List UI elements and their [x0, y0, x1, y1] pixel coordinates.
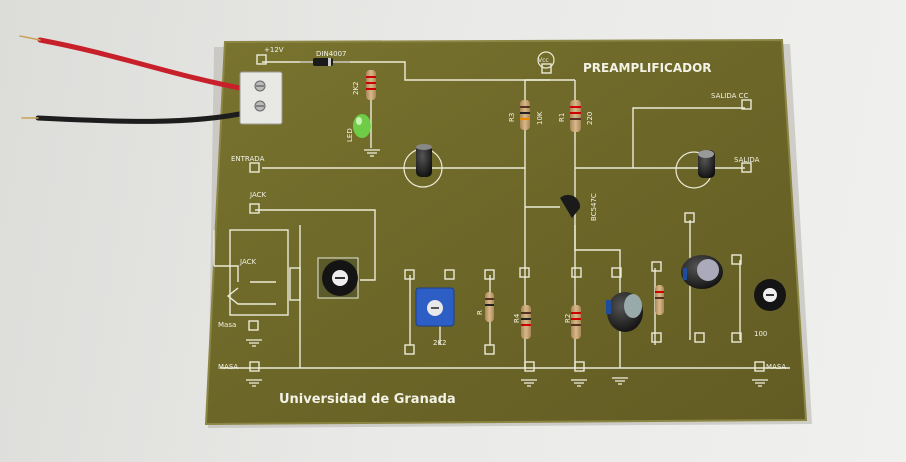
resistor-r3 — [520, 100, 530, 130]
label-pot-2k2: 2K2 — [433, 339, 447, 347]
label-r4: R4 — [513, 313, 521, 323]
diode-din4007 — [300, 58, 350, 66]
resistor-2k2 — [366, 70, 376, 100]
resistors — [366, 70, 664, 339]
terminal-block — [239, 71, 283, 125]
label-masa-right: MASA — [766, 363, 786, 371]
black-wire — [35, 109, 253, 124]
label-diode: DIN4007 — [316, 50, 347, 58]
ground-symbols — [246, 149, 768, 387]
capacitors — [403, 144, 723, 332]
label-masa-bottom: MASA — [218, 363, 238, 371]
label-entrada: ENTRADA — [231, 155, 265, 163]
label-r-mid: R — [476, 310, 484, 315]
label-salida: SALIDA — [734, 156, 760, 164]
jack-outline — [214, 229, 301, 316]
label-jack-top: JACK — [249, 191, 266, 199]
label-vcc: Vcc — [538, 57, 549, 64]
pcb-board — [204, 38, 808, 426]
cap-blue — [606, 292, 643, 332]
board-title: PREAMPLIFICADOR — [583, 61, 712, 75]
resistor-right — [655, 285, 664, 315]
label-transistor: BC547C — [590, 193, 598, 221]
red-wire — [37, 37, 253, 93]
power-wires — [19, 35, 253, 124]
resistor-r4 — [521, 305, 531, 339]
label-masa-left: Masa — [218, 321, 236, 329]
trimpot-right — [754, 279, 786, 311]
potentiometer-blue — [415, 287, 455, 327]
label-jack-box: JACK — [239, 258, 256, 266]
cap-big-right — [681, 255, 723, 289]
resistor-mid — [485, 292, 494, 322]
resistor-r1 — [570, 100, 581, 132]
label-salida-cc: SALIDA CC — [711, 92, 748, 100]
cap-input — [403, 144, 443, 188]
label-12v: +12V — [264, 46, 284, 54]
green-led — [353, 114, 371, 138]
potentiometer-black — [317, 257, 359, 299]
label-2k2-top: 2K2 — [352, 82, 360, 96]
label-r2: R2 — [564, 314, 572, 323]
pads — [248, 54, 765, 372]
label-r3-val: 10K — [536, 111, 544, 125]
vcc-circle — [537, 51, 555, 69]
transistor-bc547c — [560, 194, 581, 218]
university-label: Universidad de Granada — [279, 392, 456, 407]
label-led: LED — [346, 128, 354, 142]
label-r1: R1 — [558, 113, 566, 122]
cap-output — [675, 150, 715, 189]
label-r1-val: 220 — [586, 112, 594, 125]
label-r3: R3 — [508, 113, 516, 122]
label-trim-100: 100 — [754, 330, 767, 338]
resistor-r2 — [571, 305, 581, 339]
